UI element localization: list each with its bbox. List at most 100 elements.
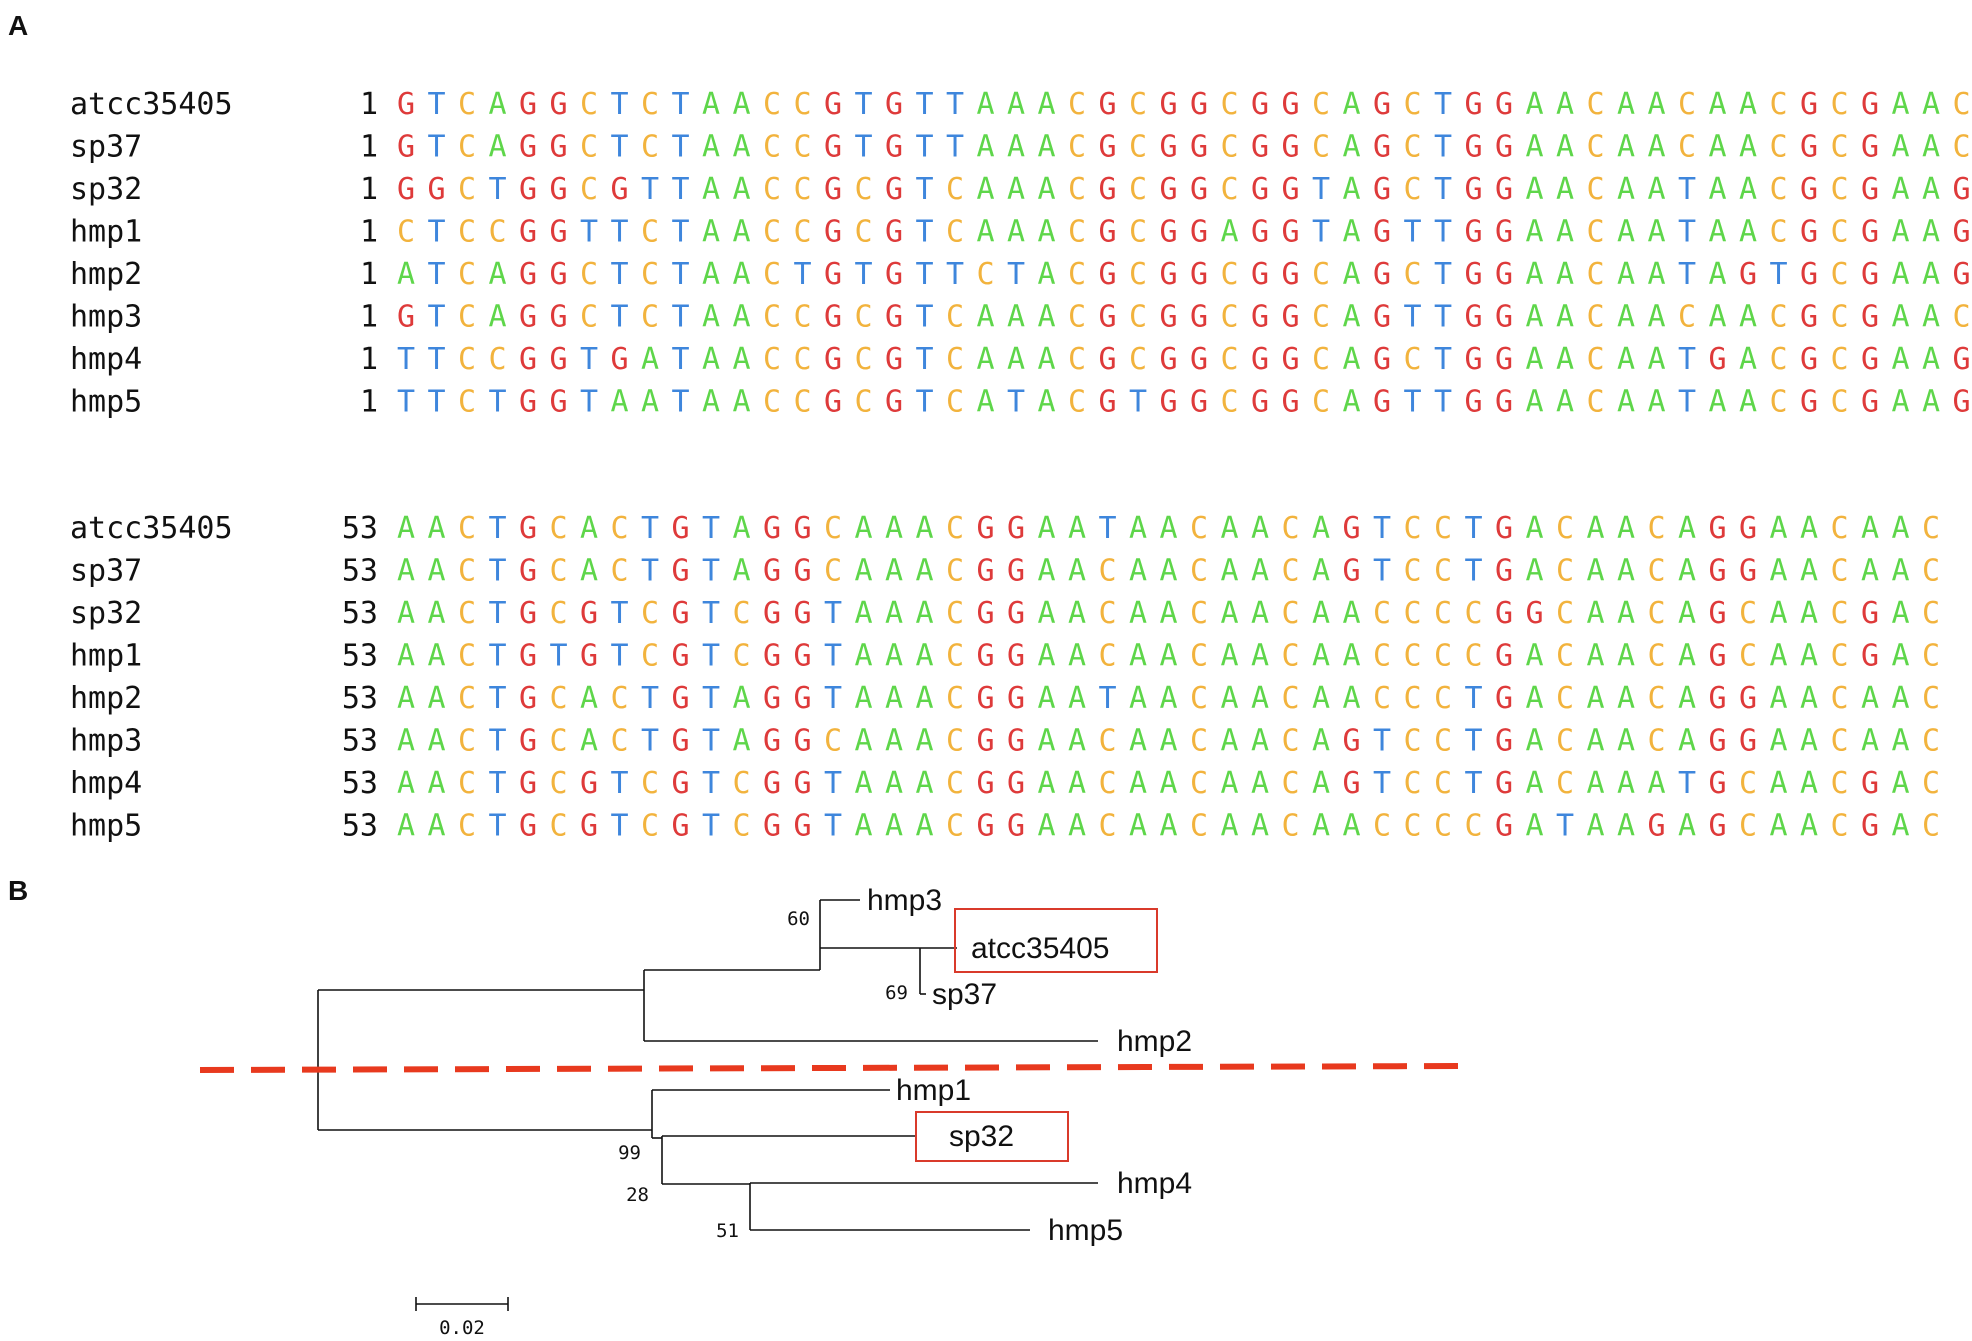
nucleotide-base: A <box>1343 130 1361 165</box>
nucleotide-base: C <box>733 639 751 674</box>
nucleotide-base: G <box>1160 385 1178 420</box>
nucleotide-base: G <box>1190 257 1208 292</box>
nucleotide-base: A <box>1038 87 1056 122</box>
nucleotide-base: C <box>580 300 598 335</box>
nucleotide-base: C <box>763 215 781 250</box>
nucleotide-base: T <box>1770 257 1788 292</box>
nucleotide-base: A <box>1526 87 1544 122</box>
nucleotide-base: T <box>946 257 964 292</box>
nucleotide-base: A <box>733 257 751 292</box>
nucleotide-base: C <box>1922 639 1940 674</box>
nucleotide-base: G <box>1861 257 1879 292</box>
nucleotide-base: A <box>1038 511 1056 546</box>
nucleotide-base: C <box>1312 342 1330 377</box>
sequence-name: hmp5 <box>70 385 142 420</box>
nucleotide-base: G <box>1343 511 1361 546</box>
nucleotide-base: A <box>733 724 751 759</box>
nucleotide-base: A <box>1648 385 1666 420</box>
nucleotide-base: C <box>1099 596 1117 631</box>
nucleotide-base: T <box>794 257 812 292</box>
nucleotide-base: C <box>763 130 781 165</box>
nucleotide-base: A <box>885 511 903 546</box>
nucleotide-base: A <box>1160 809 1178 844</box>
nucleotide-base: A <box>1160 511 1178 546</box>
nucleotide-base: A <box>1617 554 1635 589</box>
nucleotide-base: C <box>1648 681 1666 716</box>
nucleotide-base: G <box>1861 596 1879 631</box>
nucleotide-base: G <box>1709 724 1727 759</box>
sequence-name: hmp1 <box>70 639 142 674</box>
nucleotide-base: G <box>1282 130 1300 165</box>
nucleotide-base: C <box>1922 809 1940 844</box>
nucleotide-base: G <box>1373 385 1391 420</box>
nucleotide-base: C <box>1190 724 1208 759</box>
nucleotide-base: T <box>855 130 873 165</box>
nucleotide-base: C <box>1770 87 1788 122</box>
nucleotide-base: T <box>916 215 934 250</box>
nucleotide-base: G <box>519 300 537 335</box>
nucleotide-base: C <box>458 300 476 335</box>
nucleotide-base: C <box>550 724 568 759</box>
sequence-name: hmp5 <box>70 809 142 844</box>
nucleotide-base: G <box>550 385 568 420</box>
nucleotide-base: A <box>1221 766 1239 801</box>
nucleotide-base: T <box>489 681 507 716</box>
nucleotide-base: A <box>1892 554 1910 589</box>
nucleotide-base: T <box>428 215 446 250</box>
nucleotide-base: A <box>1922 172 1940 207</box>
nucleotide-base: G <box>1282 215 1300 250</box>
nucleotide-base: T <box>641 681 659 716</box>
nucleotide-base: C <box>1068 215 1086 250</box>
panel-b-label: B <box>8 875 28 906</box>
nucleotide-base: A <box>885 554 903 589</box>
nucleotide-base: A <box>1068 554 1086 589</box>
nucleotide-base: A <box>855 724 873 759</box>
nucleotide-base: A <box>1160 681 1178 716</box>
nucleotide-base: A <box>1800 681 1818 716</box>
nucleotide-base: G <box>519 342 537 377</box>
nucleotide-base: C <box>763 87 781 122</box>
nucleotide-base: T <box>1678 385 1696 420</box>
sequence-start-position: 53 <box>342 809 378 844</box>
nucleotide-base: G <box>550 300 568 335</box>
tree-leaf-label: atcc35405 <box>971 932 1109 965</box>
nucleotide-base: A <box>1861 511 1879 546</box>
nucleotide-base: C <box>794 385 812 420</box>
nucleotide-base: A <box>1526 130 1544 165</box>
nucleotide-base: T <box>702 554 720 589</box>
sequence-start-position: 1 <box>360 385 378 420</box>
nucleotide-base: A <box>977 130 995 165</box>
nucleotide-base: A <box>1892 257 1910 292</box>
nucleotide-base: C <box>1404 342 1422 377</box>
nucleotide-base: T <box>1434 215 1452 250</box>
nucleotide-base: C <box>1068 342 1086 377</box>
nucleotide-base: C <box>1404 766 1422 801</box>
nucleotide-base: T <box>489 766 507 801</box>
nucleotide-base: G <box>550 172 568 207</box>
nucleotide-base: T <box>1678 172 1696 207</box>
nucleotide-base: G <box>1709 342 1727 377</box>
nucleotide-base: T <box>702 766 720 801</box>
nucleotide-base: C <box>1068 257 1086 292</box>
nucleotide-base: G <box>885 172 903 207</box>
nucleotide-base: G <box>397 130 415 165</box>
nucleotide-base: A <box>1892 766 1910 801</box>
nucleotide-base: C <box>946 554 964 589</box>
nucleotide-base: T <box>672 215 690 250</box>
nucleotide-base: G <box>885 87 903 122</box>
nucleotide-base: C <box>1953 300 1971 335</box>
nucleotide-base: A <box>1526 724 1544 759</box>
nucleotide-base: C <box>1831 596 1849 631</box>
nucleotide-base: C <box>1221 342 1239 377</box>
nucleotide-base: G <box>1739 511 1757 546</box>
nucleotide-base: G <box>1861 87 1879 122</box>
nucleotide-base: A <box>977 342 995 377</box>
nucleotide-base: T <box>611 596 629 631</box>
nucleotide-base: A <box>1739 172 1757 207</box>
nucleotide-base: G <box>1190 87 1208 122</box>
nucleotide-base: T <box>672 385 690 420</box>
nucleotide-base: A <box>1556 257 1574 292</box>
nucleotide-base: C <box>1404 257 1422 292</box>
nucleotide-base: A <box>428 511 446 546</box>
